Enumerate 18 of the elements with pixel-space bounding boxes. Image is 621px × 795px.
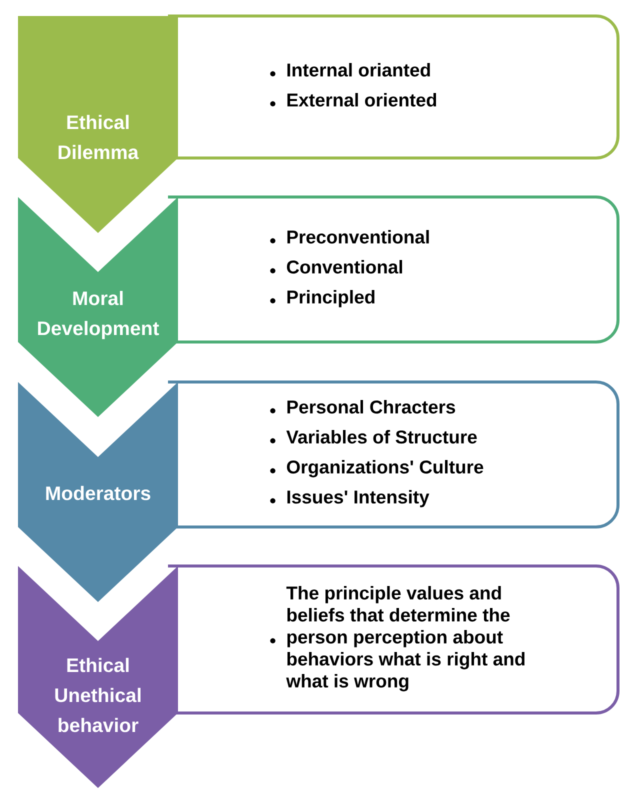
- list-box: Internal orianted External oriented: [168, 14, 620, 160]
- node-label: Preconventional: [287, 230, 429, 244]
- node-label: External oriented: [287, 93, 436, 107]
- node-label: Conventional: [286, 260, 402, 274]
- step-banner: Moderators: [18, 382, 178, 602]
- step-banner: Ethical Unethical behavior: [18, 566, 178, 788]
- list-box: Personal Chracters Variables of Structure Organizations' Culture Issues' Intensity: [168, 380, 620, 528]
- node-label: The principle values and beliefs that determine the person perception about behaviors what is right and what is wrong: [286, 586, 524, 692]
- list-box: Preconventional Conventional Principled: [168, 196, 620, 344]
- node-label: Internal orianted: [287, 63, 430, 77]
- node-label: Variables of Structure: [286, 430, 477, 444]
- node-label: Organizations' Culture: [286, 460, 484, 478]
- node-label: Personal Chracters: [287, 400, 456, 414]
- list-box: The principle values and beliefs that determine the person perception about behaviors what is right and what is wrong: [168, 564, 620, 714]
- step-banner: Ethical Dilemma: [18, 16, 178, 233]
- node-label: Issues' Intensity: [287, 490, 430, 508]
- step-banner: Moral Development: [18, 197, 178, 417]
- node-label: Principled: [287, 290, 374, 308]
